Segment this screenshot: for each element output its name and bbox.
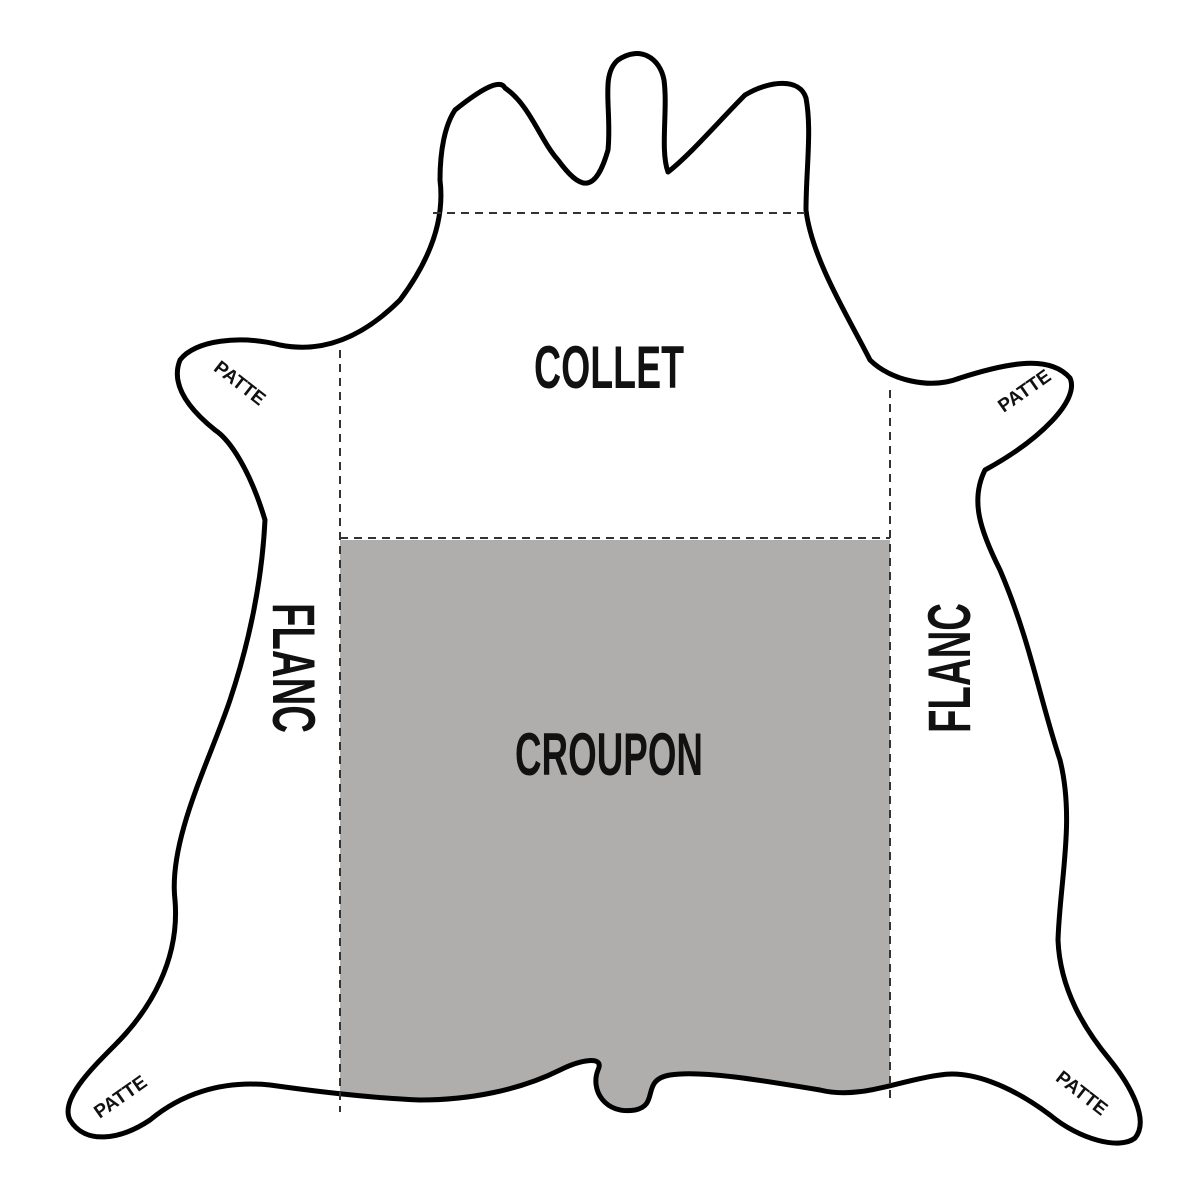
flanc-right-label: FLANC (916, 603, 983, 733)
flanc-left-label: FLANC (260, 603, 327, 733)
patte-top-right-label: PATTE (994, 366, 1055, 417)
patte-top-left-label: PATTE (209, 357, 269, 410)
croupon-label: CROUPON (515, 721, 703, 788)
patte-bottom-right-label: PATTE (1051, 1067, 1111, 1120)
collet-label: COLLET (534, 334, 684, 401)
section-lines (339, 212, 891, 1112)
hide-outline (65, 51, 1143, 1146)
croupon-zone (340, 540, 890, 1140)
patte-bottom-left-label: PATTE (90, 1072, 151, 1123)
